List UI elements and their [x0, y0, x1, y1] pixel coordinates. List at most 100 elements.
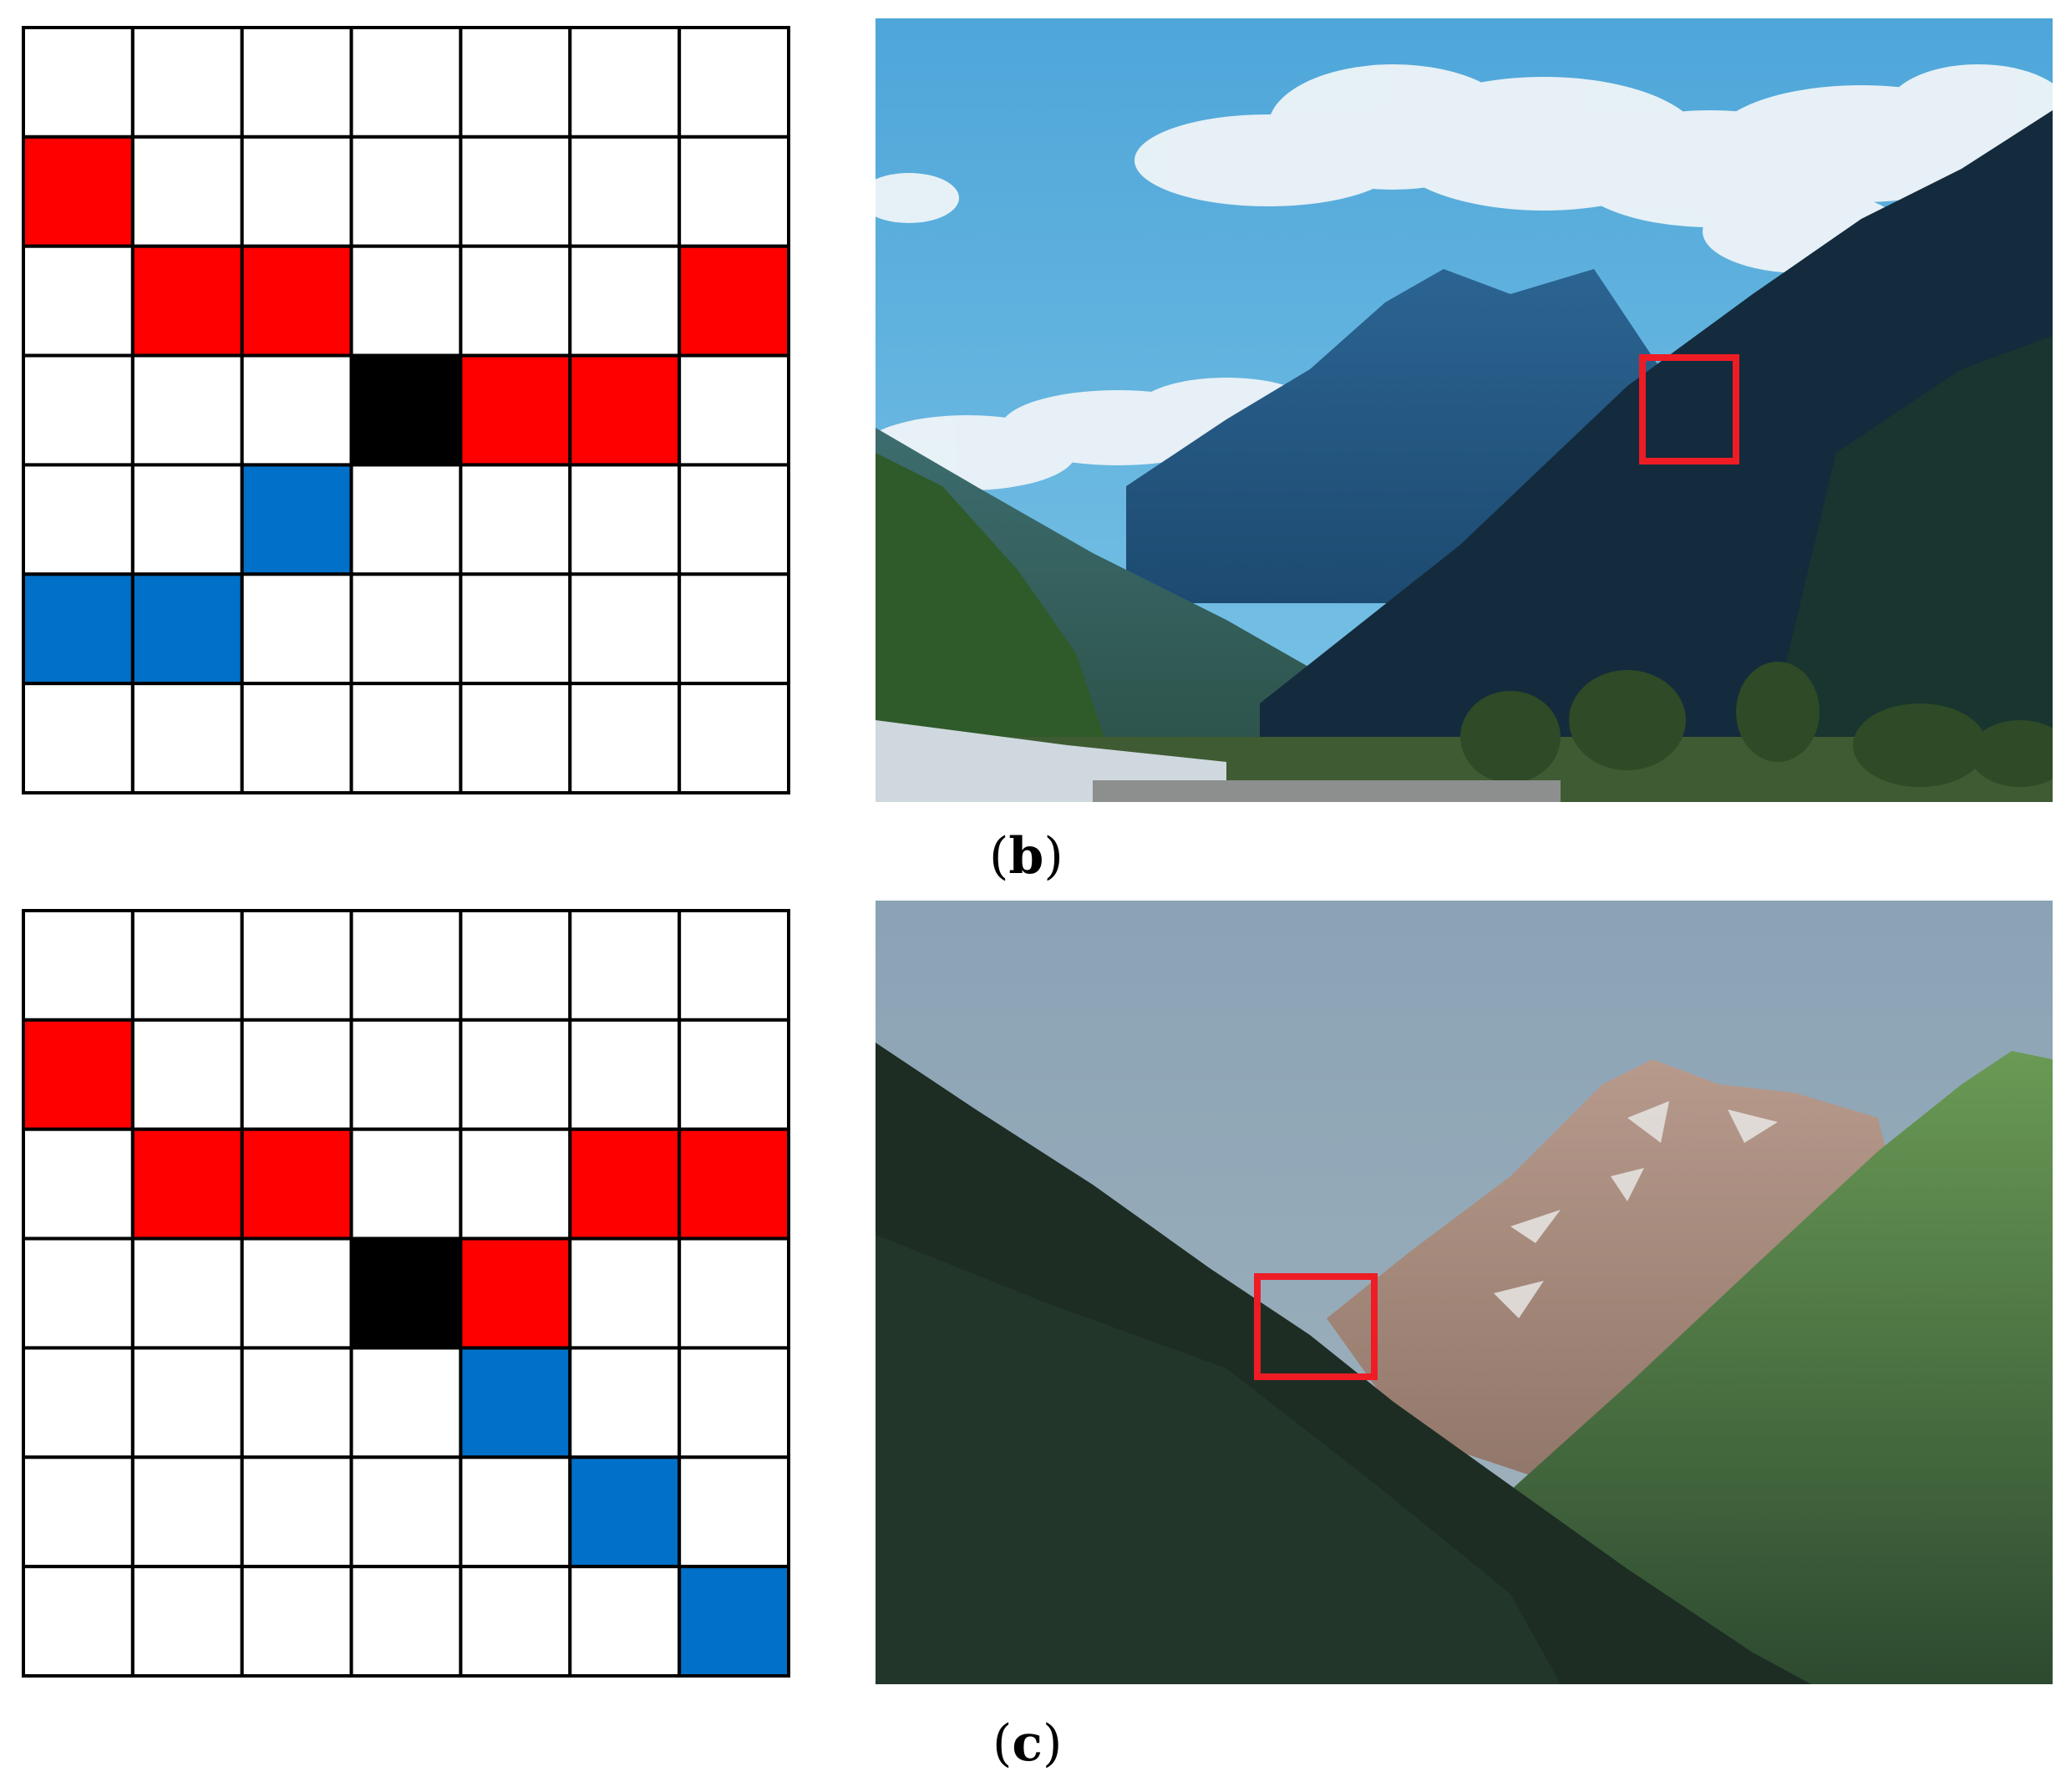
grid-cell-empty	[459, 1455, 572, 1569]
grid-cell-empty	[678, 1236, 791, 1350]
grid-cell-empty	[568, 909, 682, 1022]
grid-cell-empty	[240, 1346, 353, 1459]
grid-cell-empty	[130, 26, 244, 139]
grid-cell-empty	[22, 1565, 135, 1678]
grid-cell-empty	[130, 135, 244, 248]
grid-cell-empty	[130, 353, 244, 467]
grid-cell-empty	[22, 26, 135, 139]
grid-cell-empty	[349, 26, 463, 139]
grid-cell-empty	[22, 909, 135, 1022]
grid-cell-empty	[459, 572, 572, 686]
grid-cell-blue	[130, 572, 244, 686]
grid-cell-empty	[130, 1565, 244, 1678]
grid-cell-empty	[240, 1565, 353, 1678]
pixel-grid-a	[20, 24, 792, 796]
grid-cell-empty	[568, 1236, 682, 1350]
grid-cell-blue	[568, 1455, 682, 1569]
grid-cell-empty	[240, 1455, 353, 1569]
grid-cell-center	[349, 1236, 463, 1350]
grid-cell-empty	[459, 463, 572, 576]
grid-cell-empty	[240, 26, 353, 139]
grid-cell-empty	[130, 1346, 244, 1459]
grid-cell-empty	[130, 1455, 244, 1569]
grid-cell-empty	[568, 1346, 682, 1459]
grid-cell-empty	[678, 1455, 791, 1569]
grid-cell-empty	[678, 26, 791, 139]
grid-cell-blue	[22, 572, 135, 686]
grid-cell-empty	[349, 909, 463, 1022]
grid-cell-empty	[240, 1236, 353, 1350]
grid-cell-empty	[22, 244, 135, 358]
grid-cell-empty	[349, 135, 463, 248]
grid-cell-red	[130, 244, 244, 358]
grid-cell-empty	[459, 135, 572, 248]
grid-cell-empty	[568, 572, 682, 686]
grid-cell-empty	[22, 1455, 135, 1569]
grid-a-svg	[22, 26, 791, 795]
grid-cell-empty	[568, 1565, 682, 1678]
caption-c-letter: c	[1012, 1714, 1043, 1773]
grid-cell-empty	[240, 353, 353, 467]
grid-cell-empty	[349, 572, 463, 686]
grid-cell-empty	[568, 463, 682, 576]
grid-cell-blue	[459, 1346, 572, 1459]
grid-cell-empty	[349, 244, 463, 358]
grid-cell-blue	[678, 1565, 791, 1678]
grid-cell-red	[22, 135, 135, 248]
grid-cell-center	[349, 353, 463, 467]
grid-cell-empty	[22, 682, 135, 795]
grid-cell-empty	[459, 1127, 572, 1241]
grid-cell-empty	[459, 909, 572, 1022]
grid-cell-red	[459, 353, 572, 467]
photo-valley	[876, 18, 2053, 802]
grid-cell-empty	[22, 1127, 135, 1241]
grid-cell-empty	[349, 1455, 463, 1569]
photo-snowy-peak	[876, 901, 2053, 1684]
grid-cell-empty	[678, 909, 791, 1022]
caption-b: (b)	[989, 827, 1063, 886]
grid-cell-empty	[240, 572, 353, 686]
grid-cell-empty	[22, 463, 135, 576]
grid-cell-empty	[22, 353, 135, 467]
grid-cell-empty	[130, 909, 244, 1022]
grid-cell-empty	[459, 26, 572, 139]
grid-cell-blue	[240, 463, 353, 576]
grid-cell-empty	[459, 1565, 572, 1678]
grid-cell-empty	[349, 1127, 463, 1241]
grid-cell-empty	[130, 463, 244, 576]
grid-cell-empty	[130, 682, 244, 795]
grid-cell-empty	[678, 135, 791, 248]
grid-cell-red	[568, 1127, 682, 1241]
grid-cell-empty	[22, 1346, 135, 1459]
grid-cell-empty	[349, 1346, 463, 1459]
grid-cell-empty	[678, 572, 791, 686]
grid-cell-red	[568, 353, 682, 467]
grid-cell-empty	[130, 1236, 244, 1350]
grid-cell-red	[22, 1018, 135, 1131]
grid-cell-empty	[240, 909, 353, 1022]
grid-cell-red	[459, 1236, 572, 1350]
grid-cell-empty	[678, 463, 791, 576]
grid-cell-empty	[22, 1236, 135, 1350]
caption-c: (c)	[992, 1714, 1063, 1773]
pixel-grid-c	[20, 907, 792, 1679]
caption-b-letter: b	[1008, 827, 1044, 886]
grid-cell-empty	[240, 682, 353, 795]
grid-cell-empty	[459, 244, 572, 358]
grid-cell-empty	[349, 1018, 463, 1131]
grid-cell-red	[130, 1127, 244, 1241]
grid-cell-empty	[678, 1018, 791, 1131]
grid-cell-red	[240, 1127, 353, 1241]
grid-cell-empty	[240, 1018, 353, 1131]
grid-cell-empty	[678, 682, 791, 795]
grid-cell-empty	[568, 135, 682, 248]
grid-cell-empty	[130, 1018, 244, 1131]
grid-cell-empty	[349, 463, 463, 576]
grid-cell-empty	[240, 135, 353, 248]
grid-cell-empty	[678, 353, 791, 467]
grid-cell-empty	[568, 682, 682, 795]
grid-cell-empty	[568, 1018, 682, 1131]
grid-cell-empty	[568, 26, 682, 139]
grid-c-svg	[22, 909, 791, 1678]
grid-cell-empty	[459, 682, 572, 795]
